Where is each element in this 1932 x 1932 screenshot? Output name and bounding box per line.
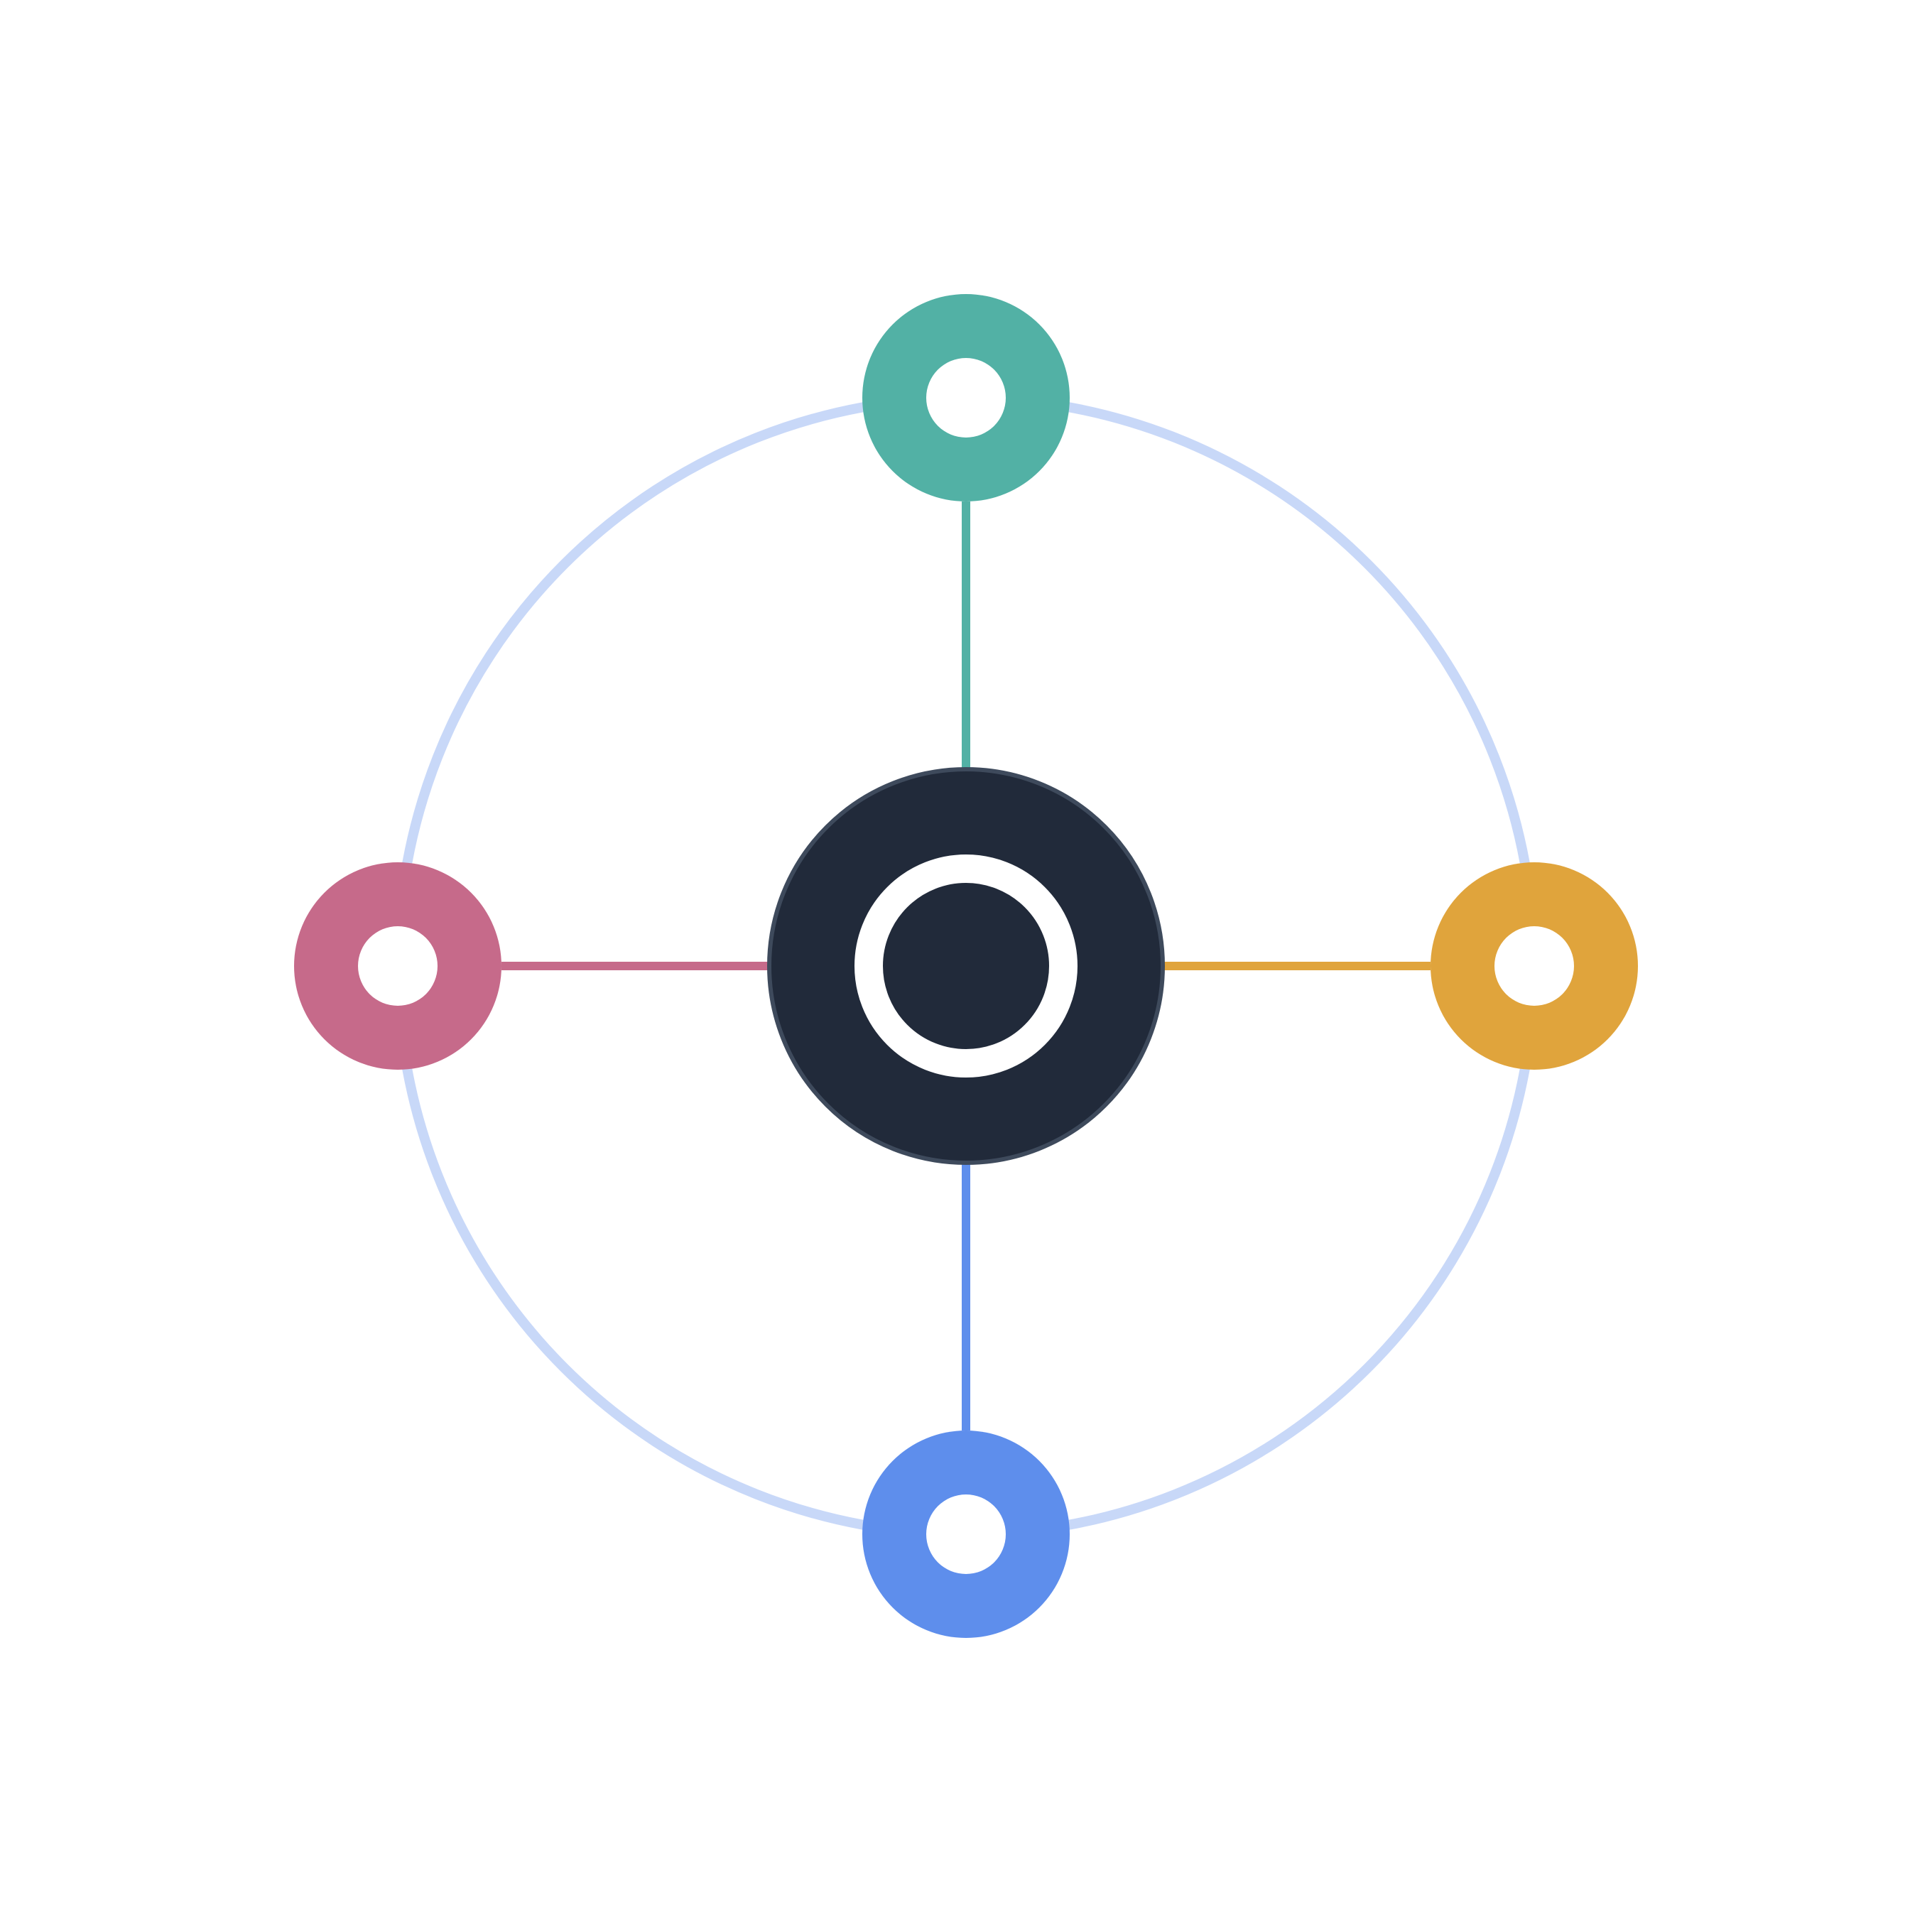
hub-inner-ring: [854, 854, 1078, 1078]
node-center-hole: [926, 1494, 1006, 1574]
spokes: [501, 501, 1431, 1431]
node-top[interactable]: [862, 294, 1070, 501]
node-center-hole: [1494, 926, 1574, 1006]
node-center-hole: [926, 358, 1006, 438]
satellite-nodes: [294, 294, 1638, 1638]
node-bottom[interactable]: [862, 1431, 1070, 1638]
node-right[interactable]: [1431, 862, 1638, 1070]
hub-body: [767, 767, 1165, 1165]
node-left[interactable]: [294, 862, 501, 1070]
central-hub[interactable]: [767, 767, 1165, 1165]
node-center-hole: [358, 926, 438, 1006]
